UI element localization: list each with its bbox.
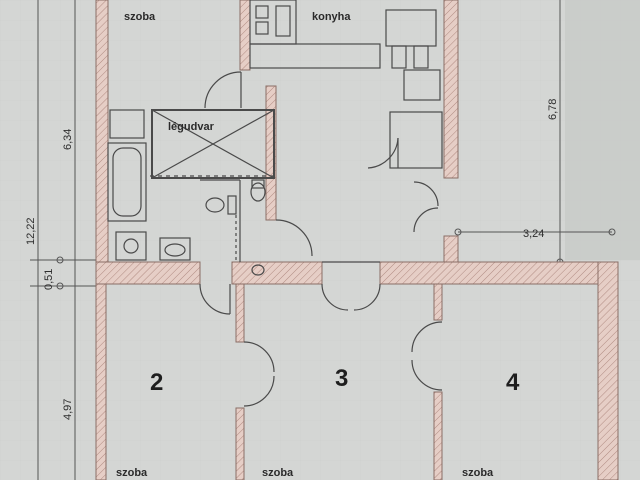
dimension-upper-height: 6,34 [62,129,74,150]
left-dimension-lines [30,0,100,480]
dimension-lower-height: 4,97 [62,399,74,420]
room-number-4: 4 [506,369,520,396]
fixtures-and-doors [107,0,443,407]
room-label-3-szoba: szoba [262,467,294,479]
room-label-2-szoba: szoba [116,467,148,479]
room-label-top-szoba: szoba [124,11,156,23]
room-label-4-szoba: szoba [462,467,494,479]
room-number-3: 3 [335,365,348,392]
room-label-konyha: konyha [312,11,351,23]
dimension-total-height: 12,22 [25,217,37,245]
room-number-2: 2 [150,369,163,396]
dimension-right-height: 6,78 [547,99,559,120]
walls [95,0,619,480]
dimension-right-width: 3,24 [523,228,544,240]
dimension-wall-height: 0,51 [43,269,55,290]
room-label-legudvar: légudvar [168,121,215,133]
